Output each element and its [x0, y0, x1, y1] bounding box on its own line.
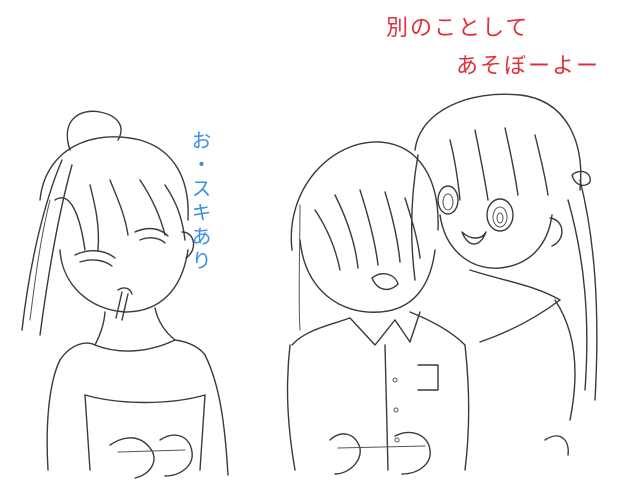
caption-red-line2: あそぼーよー — [456, 54, 601, 79]
middle-boy-figure — [286, 141, 470, 475]
caption-red-line1: 別のことして — [386, 16, 530, 41]
caption-blue-vertical: お・スキあり — [188, 130, 212, 274]
right-girl-figure — [410, 93, 598, 456]
left-girl-figure — [21, 110, 229, 479]
